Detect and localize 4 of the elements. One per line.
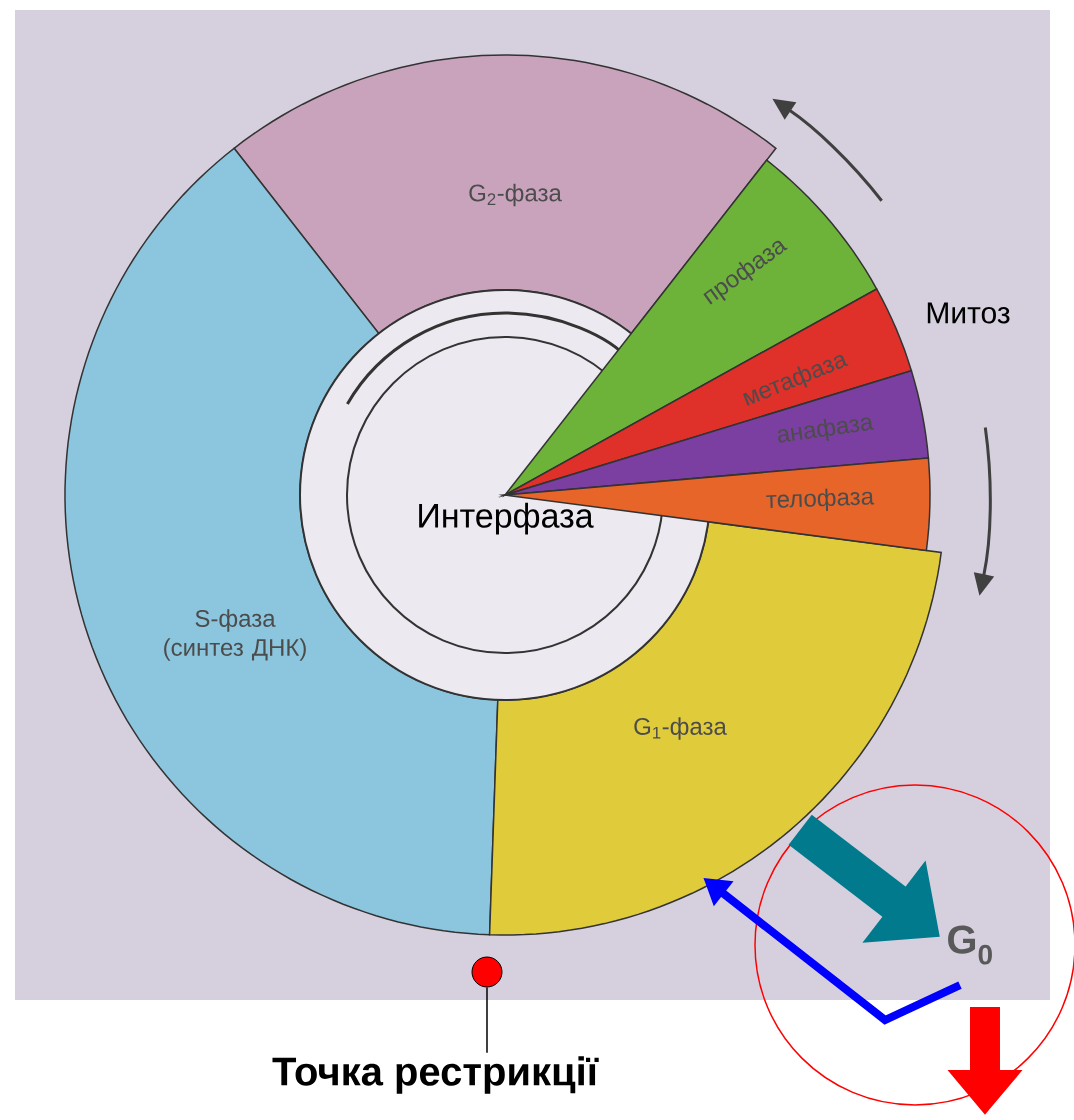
leader-line: [486, 986, 488, 1054]
text-label: Митоз: [927, 302, 1010, 324]
restriction-dot: [471, 956, 503, 988]
caption-text: Точка рестрикції: [272, 1056, 599, 1094]
